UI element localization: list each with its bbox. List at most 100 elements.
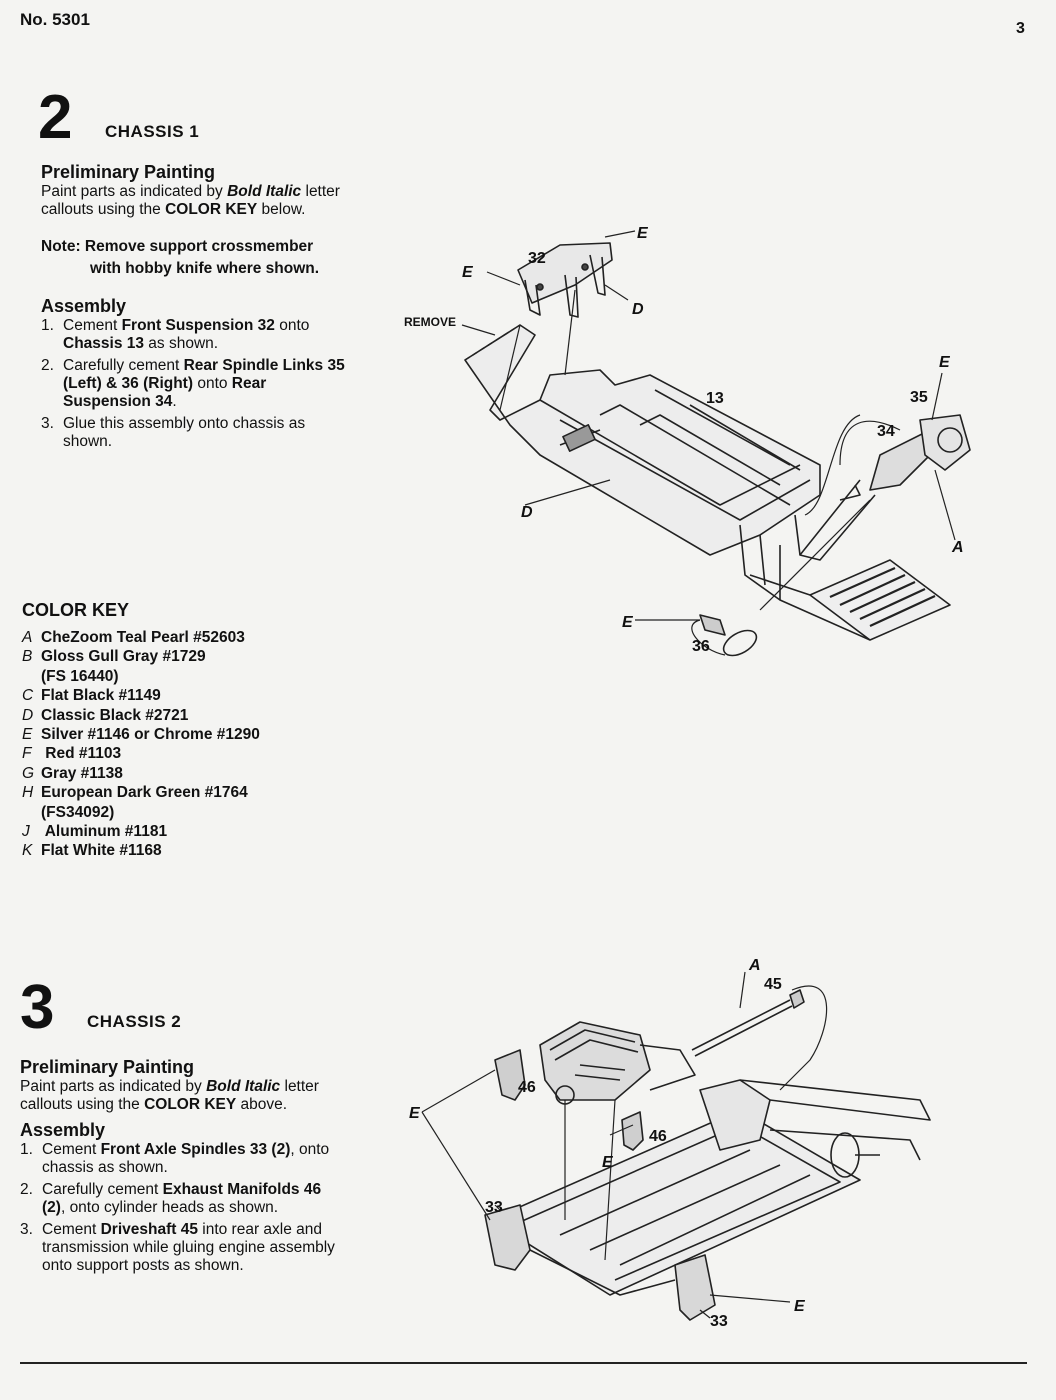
bold-italic-term: Bold Italic — [227, 183, 302, 200]
color-key-ref: COLOR KEY — [165, 201, 258, 218]
front-axle-spindles-33 — [484, 1204, 716, 1321]
remove-crossmember — [464, 324, 521, 361]
engine-assembly — [539, 1021, 696, 1105]
color-key-title: COLOR KEY — [22, 600, 130, 620]
callout-46-left: 46 — [518, 1079, 536, 1096]
step-2-assembly-heading: Assembly — [41, 296, 127, 316]
callout-e-top: E — [637, 225, 649, 242]
step-2-assembly: Assembly 1.Cement Front Suspension 32 on… — [41, 296, 351, 455]
color-key-letter: A — [22, 629, 33, 646]
front-suspension-32 — [517, 242, 613, 318]
part-name: Chassis 13 — [63, 335, 144, 352]
color-key-paint: CheZoom Teal Pearl #52603 — [41, 629, 245, 646]
page-number: 3 — [1016, 20, 1025, 37]
color-key-paint: Red #1103 — [41, 745, 122, 763]
callout-13: 13 — [706, 390, 724, 407]
instruction-text: Carefully cement — [42, 1181, 163, 1198]
exhaust-manifold-46-right — [621, 1111, 644, 1151]
step-2-number: 2 — [38, 83, 73, 152]
document-number: No. 5301 — [20, 10, 90, 29]
callout-a: A — [748, 957, 761, 974]
callout-e-bottom: E — [622, 614, 634, 631]
part-name: Driveshaft 45 — [100, 1221, 198, 1238]
callout-35: 35 — [910, 389, 928, 406]
note-line-1: Remove support crossmember — [80, 238, 314, 255]
step-3-preliminary-painting: Preliminary Painting Paint parts as indi… — [20, 1057, 360, 1114]
callout-36: 36 — [692, 638, 710, 655]
prelim-text-d: below. — [257, 201, 306, 218]
color-key-letter: C — [22, 687, 34, 705]
instruction-text: Cement — [42, 1221, 101, 1238]
step-3-number: 3 — [20, 973, 55, 1042]
list-number: 1. — [41, 317, 54, 334]
callout-33-left: 33 — [485, 1199, 503, 1216]
note-line-2: with hobby knife where shown. — [90, 260, 320, 277]
color-key-paint: Flat White #1168 — [41, 842, 162, 860]
chassis-2-diagram: A 45 46 E 46 E 33 E 33 — [409, 957, 931, 1330]
step-2-prelim-text: Paint parts as indicated by Bold Italic … — [41, 183, 381, 219]
callout-d-upper: D — [632, 301, 644, 318]
callout-46-right: 46 — [649, 1128, 667, 1145]
list-number: 2. — [20, 1181, 33, 1198]
part-name: Rear Spindle Links 35 (Left) & 36 (Right… — [63, 357, 345, 392]
part-name: Front Suspension 32 — [121, 317, 275, 334]
color-key-entry: A CheZoom Teal Pearl #52603 — [22, 628, 342, 647]
instruction-text: Carefully cement — [63, 357, 184, 374]
prelim-text-a: Paint parts as indicated by — [20, 1078, 207, 1095]
step-2-assembly-item: 3.Glue this assembly onto chassis as sho… — [41, 415, 351, 451]
note-label: Note: — [41, 238, 81, 255]
step-2-note: Note: Remove support crossmember with ho… — [41, 236, 381, 280]
step-2-prelim-heading: Preliminary Painting — [41, 162, 216, 182]
step-2-preliminary-painting: Preliminary Painting Paint parts as indi… — [41, 162, 381, 219]
callout-remove: REMOVE — [404, 315, 456, 329]
color-key-paint: Flat Black #1149 — [41, 687, 161, 705]
color-key-letter: D — [22, 706, 34, 724]
exhaust-manifold-46-left — [494, 1049, 526, 1101]
callout-32: 32 — [528, 250, 546, 267]
list-number: 3. — [20, 1221, 33, 1238]
color-key-paint: Aluminum #1181 — [41, 823, 168, 841]
color-key-fs-code: (FS34092) — [41, 803, 115, 821]
color-key-paint: Silver #1146 or Chrome #1290 — [41, 726, 260, 744]
color-key-letter: J — [22, 823, 30, 841]
instruction-text: , onto cylinder heads as shown. — [60, 1199, 279, 1216]
part-name: Exhaust Manifolds 46 (2) — [42, 1181, 322, 1216]
step-3-assembly-item: 1. Cement Front Axle Spindles 33 (2), ont… — [20, 1141, 340, 1177]
color-key-letter: B — [22, 648, 33, 666]
step-2-assembly-item: 2.Carefully cement Rear Spindle Links 35… — [41, 357, 351, 411]
color-key-paint: Gray #1138 — [41, 764, 123, 782]
step-3-assembly-item: 3. Cement Driveshaft 45 into rear axle an… — [20, 1221, 340, 1275]
color-key-ref: COLOR KEY — [144, 1096, 237, 1113]
color-key-letter: K — [22, 842, 33, 860]
step-3-assembly-list: 1.Cement Front Axle Spindles 33 (2), ont… — [20, 1141, 340, 1275]
prelim-text-b: letter — [280, 1078, 319, 1095]
instruction-text: Glue this assembly onto chassis as shown… — [63, 415, 306, 450]
color-key-letter: H — [22, 784, 34, 802]
callout-e-left: E — [409, 1105, 421, 1122]
color-key-letter: G — [22, 764, 35, 782]
part-name: Front Axle Spindles 33 (2) — [100, 1141, 291, 1158]
step-3-assembly-item: 2. Carefully cement Exhaust Manifolds 46 … — [20, 1181, 340, 1217]
step-3-prelim-text: Paint parts as indicated by Bold Italic … — [20, 1078, 360, 1114]
color-key-letter: E — [22, 726, 33, 744]
step-2-assembly-list: 1.Cement Front Suspension 32 onto Chassi… — [41, 317, 351, 451]
callout-e-right: E — [939, 354, 951, 371]
callout-34: 34 — [877, 423, 895, 440]
color-key-entry: E Silver #1146 or Chrome #1290 — [22, 725, 342, 744]
callout-a: A — [951, 539, 964, 556]
step-2-assembly-item: 1.Cement Front Suspension 32 onto Chassi… — [41, 317, 351, 353]
color-key-paint: Classic Black #2721 — [41, 706, 189, 724]
list-number: 1. — [20, 1141, 33, 1158]
step-3-assembly-heading: Assembly — [20, 1120, 106, 1140]
chassis-13 — [464, 324, 821, 601]
instruction-text: , onto chassis as shown. — [42, 1141, 330, 1176]
bottom-rule — [20, 1362, 1027, 1364]
bold-italic-term: Bold Italic — [206, 1078, 281, 1095]
step-2-title: CHASSIS 1 — [105, 122, 200, 141]
instruction-text: into rear axle and transmission while gl… — [42, 1221, 335, 1274]
instruction-text: Cement — [42, 1141, 101, 1158]
callout-45: 45 — [764, 976, 782, 993]
prelim-text-c: callouts using the — [20, 1096, 145, 1113]
chassis-1-diagram: REMOVE 32 E E D 13 D E 35 34 A E 36 — [404, 225, 971, 657]
